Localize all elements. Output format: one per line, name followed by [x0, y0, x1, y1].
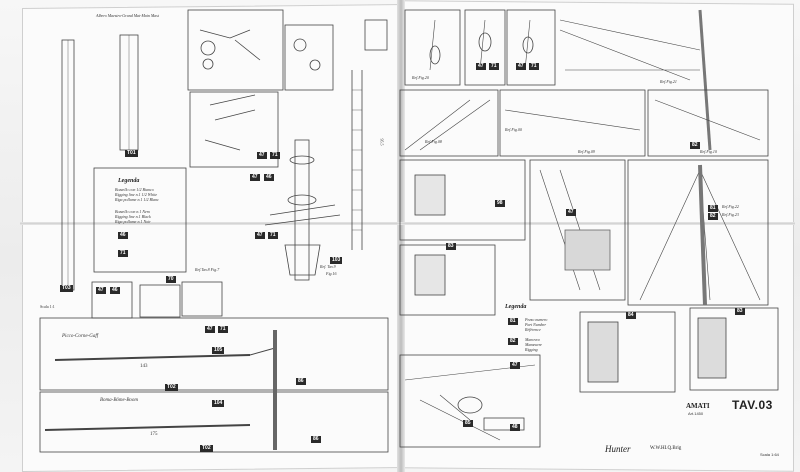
- part-tag: T03: [60, 285, 73, 292]
- part-tag: 82: [508, 338, 518, 345]
- part-tag: 86: [296, 378, 306, 385]
- dimension-95: 95.5: [379, 138, 385, 146]
- scala-label: Scala 1:1: [40, 304, 55, 309]
- article-number: Art.1450: [688, 411, 704, 416]
- part-tag: 103: [330, 257, 343, 264]
- legend-left-line6: Riga pollame n.1 Noir: [115, 219, 151, 224]
- legend-left-title: Legenda: [118, 178, 140, 184]
- part-tag: 84: [626, 312, 636, 319]
- part-tag: 98: [495, 200, 505, 207]
- part-tag: 46: [118, 232, 128, 239]
- ref-fig16: Fig.16: [326, 271, 337, 276]
- part-tag: 85: [463, 420, 473, 427]
- part-tag: 81: [708, 205, 718, 212]
- part-tag: 83: [446, 243, 456, 250]
- ref-fig09: Ref.Fig.09: [578, 149, 595, 154]
- part-tag: T02: [165, 384, 178, 391]
- part-tag: 47: [510, 362, 520, 369]
- legend-right-b2: Manœuvre: [525, 342, 542, 347]
- legend-left-line3: Riga pollame n.1 1/2 Blanc: [115, 197, 159, 202]
- legend-right-b3: Rigging: [525, 347, 538, 352]
- part-tag: 47: [516, 63, 526, 70]
- part-tag: 47: [205, 326, 215, 333]
- legend-right-b1: Manovra: [525, 337, 540, 342]
- legend-right-a3: Référence: [525, 327, 541, 332]
- legend-left-line5: Rigging line n.1 Black: [115, 214, 151, 219]
- legend-left-line4: Bozzello con n.1 Nero: [115, 209, 151, 214]
- part-tag: T01: [125, 150, 138, 157]
- part-tag: T02: [200, 445, 213, 452]
- picco-dimension: 143: [140, 364, 148, 369]
- legend-right-title: Legenda: [505, 304, 527, 310]
- part-tag: 46: [264, 174, 274, 181]
- part-tag: 71: [529, 63, 539, 70]
- legend-right-a2: Part Number: [525, 322, 546, 327]
- boma-dimension: 175: [150, 432, 158, 437]
- brand-logo-text: AMATI: [686, 402, 710, 410]
- part-tag: 48: [510, 424, 520, 431]
- part-tag: 47: [566, 209, 576, 216]
- ref-tav9: Ref. Tav.9: [320, 264, 336, 269]
- ref-fig20: Ref.Fig.20: [412, 75, 429, 80]
- ref-fig23: Ref.Fig.23: [722, 212, 739, 217]
- part-tag: 47: [250, 174, 260, 181]
- part-tag: 71: [268, 232, 278, 239]
- part-tag: 46: [110, 287, 120, 294]
- legend-left-line2: Rigging line n.1 1/2 White: [115, 192, 158, 197]
- ref-fig22: Ref.Fig.22: [722, 204, 739, 209]
- legend-left-line1: Bozzello con 1/2 Bianco: [115, 187, 154, 192]
- part-tag: 86: [311, 436, 321, 443]
- part-tag: 71: [270, 152, 280, 159]
- part-tag: 71: [489, 63, 499, 70]
- scale-label: Scala 1:64: [760, 452, 779, 457]
- horizontal-fold: [20, 222, 795, 225]
- ref-fig10: Ref.Fig.10: [700, 149, 717, 154]
- part-tag: 82: [708, 213, 718, 220]
- boma-label: Boma-Bôme-Boom: [100, 398, 139, 403]
- part-tag: 47: [255, 232, 265, 239]
- left-title: Albero Maestro-Grand Mat-Main Mast: [96, 13, 159, 18]
- ref-fig00: Ref.Fig.00: [505, 127, 522, 132]
- part-tag: 70: [166, 276, 176, 283]
- sheet-number: TAV.03: [732, 398, 773, 412]
- ref-tav8: Ref.Tav.8 Fig.7: [195, 267, 220, 272]
- part-tag: 82: [690, 142, 700, 149]
- legend-right-a1: Pezzo numero: [525, 317, 548, 322]
- ref-fig08: Ref.Fig.08: [425, 139, 442, 144]
- part-tag: 47: [476, 63, 486, 70]
- part-tag: 47: [96, 287, 106, 294]
- picco-label: Picco-Corne-Gaff: [62, 334, 99, 339]
- ref-fig21: Ref.Fig.21: [660, 79, 677, 84]
- part-tag: 71: [118, 250, 128, 257]
- part-tag: 104: [212, 400, 225, 407]
- part-tag: 105: [212, 347, 225, 354]
- model-name: Hunter: [605, 444, 631, 454]
- part-tag: 47: [257, 152, 267, 159]
- part-tag: 81: [508, 318, 518, 325]
- model-subtitle: W.W.HI.Q.Brig: [650, 446, 682, 451]
- part-tag: 83: [735, 308, 745, 315]
- part-tag: 71: [218, 326, 228, 333]
- center-fold: [397, 0, 405, 472]
